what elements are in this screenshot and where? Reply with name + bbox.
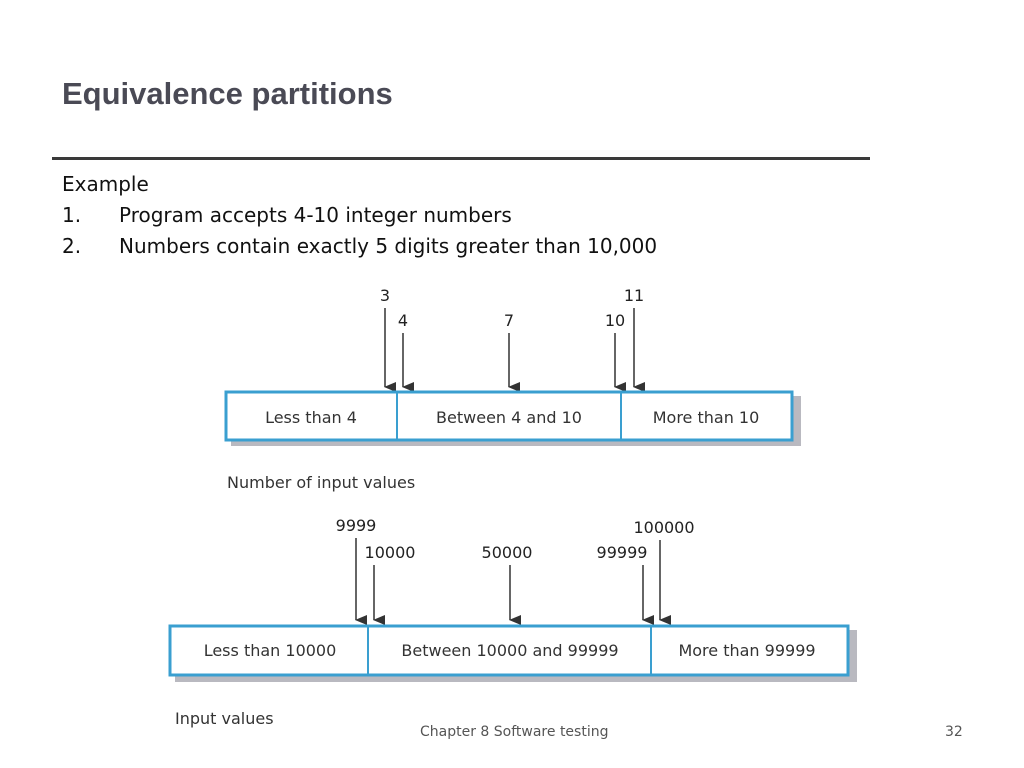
list-item: 1. Program accepts 4-10 integer numbers xyxy=(62,200,657,231)
test-value-label: 4 xyxy=(398,311,408,330)
list-item-text: Program accepts 4-10 integer numbers xyxy=(119,203,512,227)
list-item-text: Numbers contain exactly 5 digits greater… xyxy=(119,234,658,258)
partition-label: More than 99999 xyxy=(678,641,815,660)
partition-label: More than 10 xyxy=(653,408,760,427)
diagram-input-values: 9999 10000 50000 99999 100000 Less than … xyxy=(168,516,857,728)
title-divider xyxy=(52,157,870,160)
partition-label: Less than 10000 xyxy=(204,641,337,660)
footer-chapter: Chapter 8 Software testing xyxy=(420,724,609,740)
slide-number: 32 xyxy=(945,724,963,740)
partition-label: Between 4 and 10 xyxy=(436,408,582,427)
example-text: Example 1. Program accepts 4-10 integer … xyxy=(62,169,657,262)
list-item-number: 2. xyxy=(62,234,82,258)
test-value-label: 10000 xyxy=(365,543,416,562)
test-value-label: 100000 xyxy=(633,518,694,537)
list-item: 2. Numbers contain exactly 5 digits grea… xyxy=(62,231,657,262)
slide-title: Equivalence partitions xyxy=(62,76,393,111)
partition-box xyxy=(224,390,794,442)
partition-label: Less than 4 xyxy=(265,408,357,427)
test-value-label: 11 xyxy=(624,286,644,305)
partition-box xyxy=(168,624,850,677)
partition-label: Between 10000 and 99999 xyxy=(401,641,618,660)
diagram-caption: Input values xyxy=(175,709,274,728)
test-value-label: 99999 xyxy=(597,543,648,562)
test-value-label: 7 xyxy=(504,311,514,330)
test-value-label: 10 xyxy=(605,311,625,330)
diagram-input-count: 3 4 7 10 11 Less than 4 Between 4 and 10… xyxy=(224,286,801,492)
test-value-label: 50000 xyxy=(482,543,533,562)
diagram-caption: Number of input values xyxy=(227,473,415,492)
list-item-number: 1. xyxy=(62,203,82,227)
example-label: Example xyxy=(62,172,149,196)
test-value-label: 3 xyxy=(380,286,390,305)
test-value-label: 9999 xyxy=(336,516,377,535)
